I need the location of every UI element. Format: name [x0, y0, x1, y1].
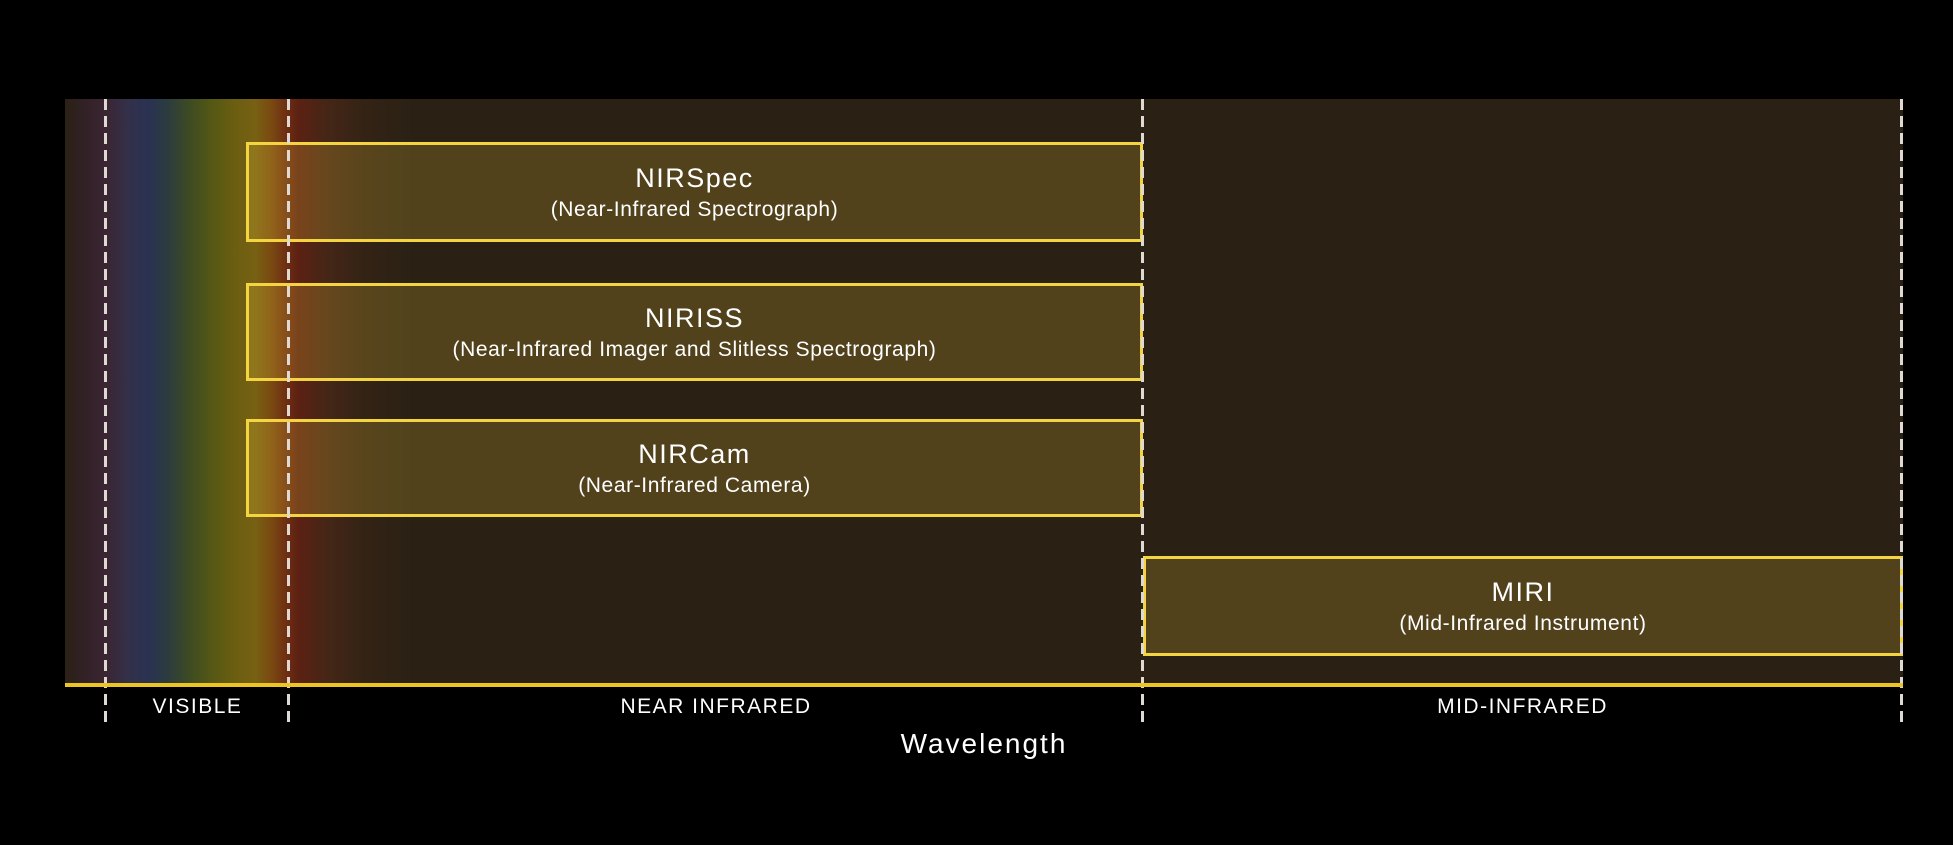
instrument-box-miri: MIRI (Mid-Infrared Instrument): [1143, 556, 1903, 656]
visible-spectrum-gradient: [65, 99, 410, 683]
band-label-mid-infrared: MID-INFRARED: [1437, 695, 1608, 718]
band-label-visible: VISIBLE: [152, 695, 243, 718]
band-divider-visible-left: [104, 99, 107, 723]
wavelength-axis-caption: Wavelength: [900, 728, 1068, 759]
band-divider-nearinfrared-midinfrared: [1141, 99, 1144, 723]
instrument-box-nircam: NIRCam (Near-Infrared Camera): [246, 419, 1143, 517]
instrument-fullname-miri: (Mid-Infrared Instrument): [1399, 611, 1647, 635]
instrument-fullname-nirspec: (Near-Infrared Spectrograph): [550, 197, 839, 221]
instrument-name-niriss: NIRISS: [644, 302, 745, 333]
instrument-fullname-niriss: (Near-Infrared Imager and Slitless Spect…: [452, 337, 937, 361]
instrument-name-nirspec: NIRSpec: [635, 162, 754, 193]
instrument-name-nircam: NIRCam: [638, 438, 751, 469]
instrument-fullname-nircam: (Near-Infrared Camera): [578, 473, 811, 497]
band-label-near-infrared: NEAR INFRARED: [620, 695, 812, 718]
wavelength-axis-line: [65, 683, 1903, 687]
wavelength-chart-area: NIRSpec (Near-Infrared Spectrograph) NIR…: [65, 99, 1903, 683]
instrument-box-niriss: NIRISS (Near-Infrared Imager and Slitles…: [246, 283, 1143, 381]
band-divider-right-edge: [1900, 99, 1903, 723]
instrument-box-nirspec: NIRSpec (Near-Infrared Spectrograph): [246, 142, 1143, 242]
band-divider-visible-nearinfrared: [287, 99, 290, 723]
instrument-name-miri: MIRI: [1491, 576, 1555, 607]
